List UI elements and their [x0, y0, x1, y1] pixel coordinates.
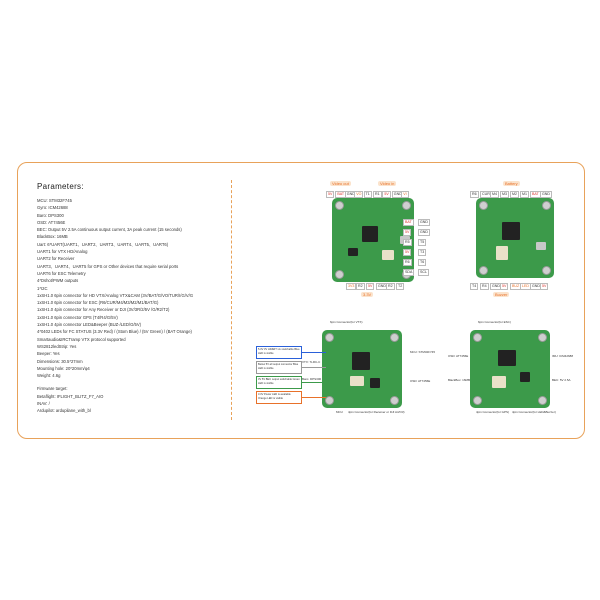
param-line: WS2812ledStrip: Yes — [37, 343, 77, 349]
receiver-connector-label: 4pin Connector(for Receiver or DJI Air/O… — [348, 410, 405, 414]
param-line: Smartaudio&IRCTramp VTX protocol support… — [37, 336, 126, 342]
bottom-3v3-label: 3.3V — [361, 292, 374, 297]
mcu-bottom-label: MCU — [336, 410, 343, 414]
pad-label: 5V — [403, 229, 412, 236]
board-bottom-left — [322, 330, 402, 408]
led-note-box-1: 5.3V 3V HD&RT vtx switchable Blue LED is… — [256, 346, 302, 359]
pad-label: GND — [540, 191, 552, 198]
battery-label: Battery — [503, 181, 520, 186]
param-line: Ardupilot: ardupilane_with_bl — [37, 408, 91, 414]
bec-label: BEC: 5V 2.5A — [552, 378, 571, 382]
pad-label: R6 — [470, 191, 479, 198]
pad-label: 5V — [366, 283, 375, 290]
blackbox-label: BlackBox: 16MB — [448, 378, 471, 382]
pad-label: T1 — [363, 191, 372, 198]
video-out-label: Video out — [330, 181, 351, 186]
param-line: 4*0402 LEDs for FC STATUS (3.3V Red) / (… — [37, 329, 192, 335]
param-line: INAV: / — [37, 401, 50, 407]
pad-label: M1 — [520, 191, 529, 198]
param-line: Dimensions: 30.5*27mm — [37, 358, 83, 364]
param-line: Gyro: ICM42688 — [37, 205, 68, 211]
param-line: Betaflight: IFLIGHT_BLITZ_F7_AIO — [37, 393, 104, 399]
pad-label: T2 — [396, 283, 405, 290]
param-line: 4*Dshot/PWM outputs — [37, 278, 79, 284]
led-connector-label: 4pin Connector(for LED&Buzzer) — [512, 410, 556, 414]
pad-label: VO — [354, 191, 364, 198]
mcu-label: MCU: STM32F745 — [410, 350, 436, 354]
pad-label: R5 — [403, 239, 412, 246]
param-line: 1xSH1.0 6pin connector for ESC (R6/CUR/M… — [37, 300, 159, 306]
param-line: 1xSH1.0 4pin connector LED&Beeper (BUZ-/… — [37, 322, 142, 328]
param-line: 1xSH1.0 6pin connector GPS (T4/R4/G/5V) — [37, 314, 118, 320]
firmware-title: Firmware target: — [37, 386, 68, 392]
pad-label: R2 — [356, 283, 365, 290]
imu-label: IMU: ICM42688 — [552, 354, 574, 358]
gps-connector-label: 4pin Connector(for GPS) — [476, 410, 510, 414]
param-line: UART6 for ESC Telemetry — [37, 270, 86, 276]
vtx-connector-label: 6pin Connector(for VTX) — [330, 320, 363, 324]
pad-label: 5V — [403, 249, 412, 256]
pad-label: R6 — [403, 259, 412, 266]
pad-label: M4 — [490, 191, 499, 198]
led-note-box-3: 3V 5V BEC output switchable Green LED is… — [256, 376, 302, 389]
vtx-label: VTX: 7LRC-C — [302, 360, 321, 364]
pad-label: SDA — [403, 269, 415, 276]
board-top-left — [332, 198, 414, 282]
param-line: MCU: STM32F745 — [37, 198, 72, 203]
pad-label: T6 — [418, 259, 427, 266]
param-line: BEC: Output 5V 2.5A continuous output cu… — [37, 227, 182, 233]
param-line: BlackBox: 16MB — [37, 234, 68, 240]
baro-label: Baro: DPS300 — [302, 377, 322, 381]
pad-label: 5V — [540, 283, 549, 290]
param-line: OSD: AT7456E — [37, 219, 66, 225]
pad-label: T4 — [470, 283, 479, 290]
param-line: UART1 for VTX HD/Analog — [37, 249, 88, 255]
firmware-list: Betaflight: IFLIGHT_BLITZ_F7_AIO INAV: /A… — [37, 393, 227, 415]
video-in-label: Video in — [378, 181, 397, 186]
param-line: Weight: 4.6g — [37, 373, 61, 379]
param-line: UART3、UART4、UART5 for GPS or Other devic… — [37, 263, 179, 269]
buzzer-label: Buzzer — [493, 292, 510, 297]
led-note-box-2: Below 5V all output connector Blue LED i… — [256, 361, 302, 374]
pad-label: VI — [401, 191, 409, 198]
pad-label: 5V — [500, 283, 509, 290]
param-line: Mounting hole: 20*20mm/φ4 — [37, 365, 90, 371]
param-line: UART2 for Receiver — [37, 256, 75, 262]
pad-label: M3 — [500, 191, 509, 198]
board-bottom-right — [470, 330, 550, 408]
board-top-right — [476, 198, 554, 278]
led-note-box-4: 3.3V Power LED is available Orange LED i… — [256, 391, 302, 404]
pad-label: M2 — [510, 191, 519, 198]
osd-label: OSD: AT7456E — [410, 379, 431, 383]
pad-label: T5 — [418, 239, 427, 246]
param-line: 1*I2C — [37, 285, 48, 291]
param-line: Baro: DPS300 — [37, 212, 64, 218]
param-line: Beeper: Yes — [37, 351, 60, 357]
pad-label: R4 — [480, 283, 489, 290]
pad-label: 3V3 — [346, 283, 357, 290]
pad-label: R1 — [373, 191, 382, 198]
pad-label: BAT — [403, 219, 414, 226]
pad-label: 5V — [382, 191, 391, 198]
pad-label: SCL — [418, 269, 429, 276]
param-line: Uart: 6*UART(UART1、UART2、UART3、UART4、UAR… — [37, 241, 169, 247]
pad-label: GND — [418, 229, 430, 236]
pad-label: GND — [418, 219, 430, 226]
pad-label: T3 — [418, 249, 427, 256]
osd-right-label: OSD: AT7456E — [448, 354, 469, 358]
esc-connector-label: 6pin Connector(for ESC) — [478, 320, 511, 324]
section-divider — [231, 180, 232, 420]
param-line: 1xSH1.0 4pin connector for Any Receiver … — [37, 307, 170, 313]
parameters-heading: Parameters: — [37, 182, 84, 191]
pad-label: 5V — [326, 191, 335, 198]
param-line: 1xSH1.0 6pin connector for HD VTX/Analog… — [37, 292, 194, 298]
pad-label: R2 — [386, 283, 395, 290]
